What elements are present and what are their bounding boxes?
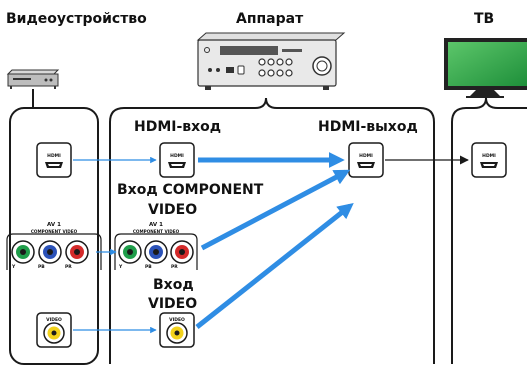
header-source: Видеоустройство <box>6 11 147 27</box>
pb-jack <box>38 240 62 264</box>
receiver-hdmi-out-jack: HDMI <box>348 142 384 178</box>
jack-hdmi-text: HDMI <box>47 153 61 159</box>
av1-label: AV 1 <box>149 222 163 228</box>
component-video-jack-label: COMPONENT VIDEO <box>133 229 180 234</box>
tv-icon <box>444 38 527 98</box>
receiver-component-jacks: AV 1 COMPONENT VIDEO Y PB PR <box>114 222 198 270</box>
receiver-hdmi-in-jack: HDMI <box>159 142 195 178</box>
component-internal-arrow <box>200 169 351 251</box>
jack-hdmi-text: HDMI <box>170 153 184 159</box>
source-device-panel <box>9 107 99 365</box>
pr-jack <box>170 240 194 264</box>
receiver-device-icon <box>196 32 346 90</box>
pr-label: PR <box>171 264 178 270</box>
pb-label: PB <box>38 264 45 270</box>
video-label-line1: Вход <box>153 277 194 293</box>
receiver-video-jack: VIDEO <box>159 312 195 348</box>
component-video-label-line2: VIDEO <box>148 202 197 218</box>
jack-video-text: VIDEO <box>169 317 185 323</box>
tv-panel <box>451 97 527 364</box>
header-receiver: Аппарат <box>236 11 304 27</box>
y-label: Y <box>118 264 123 270</box>
y-jack <box>118 240 142 264</box>
source-component-jacks: AV 1 COMPONENT VIDEO Y PB PR <box>6 222 102 270</box>
y-jack <box>11 240 35 264</box>
video-label-line2: VIDEO <box>148 296 197 312</box>
pr-jack <box>65 240 89 264</box>
video-device-icon <box>6 69 60 89</box>
pr-label: PR <box>65 264 72 270</box>
av1-label: AV 1 <box>47 222 61 228</box>
jack-video-text: VIDEO <box>46 317 62 323</box>
video-internal-arrow <box>195 203 354 329</box>
source-video-jack: VIDEO <box>36 312 72 348</box>
hdmi-out-label: HDMI-выход <box>318 119 418 135</box>
component-video-jack-label: COMPONENT VIDEO <box>31 229 78 234</box>
hdmi-in-label: HDMI-вход <box>134 119 221 135</box>
tv-hdmi-jack: HDMI <box>471 142 507 178</box>
jack-hdmi-text: HDMI <box>482 153 496 159</box>
y-label: Y <box>11 264 16 270</box>
pb-jack <box>144 240 168 264</box>
source-hdmi-jack: HDMI <box>36 142 72 178</box>
header-tv: ТВ <box>474 11 494 27</box>
component-video-label-line1: Вход COMPONENT <box>117 182 264 198</box>
pb-label: PB <box>145 264 152 270</box>
jack-hdmi-text: HDMI <box>359 153 373 159</box>
